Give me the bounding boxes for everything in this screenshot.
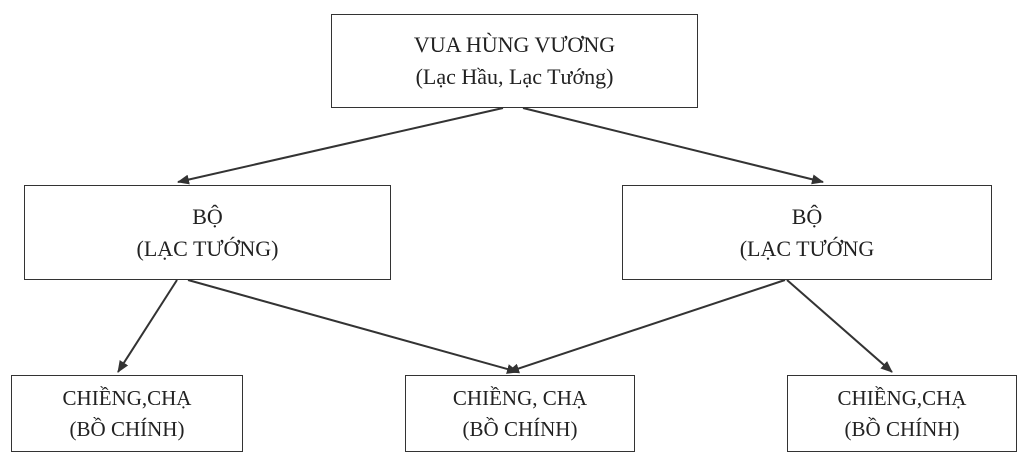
arrow-top-to-left <box>177 107 504 185</box>
node-title: CHIỀNG, CHẠ <box>452 386 588 411</box>
node-bo-right: BỘ (LẠC TƯỚNG <box>622 185 992 280</box>
node-subtitle: (BỒ CHÍNH) <box>69 416 185 441</box>
node-chieng-cha-right: CHIỀNG,CHẠ (BỒ CHÍNH) <box>787 375 1017 452</box>
node-chieng-cha-middle: CHIỀNG, CHẠ (BỒ CHÍNH) <box>405 375 635 452</box>
arrow-right-to-bottom-mid <box>507 279 786 374</box>
node-vua-hung-vuong: VUA HÙNG VƯƠNG (Lạc Hầu, Lạc Tướng) <box>331 14 698 108</box>
node-subtitle: (BỒ CHÍNH) <box>844 416 960 441</box>
node-title: BỘ <box>791 203 823 229</box>
node-title: CHIỀNG,CHẠ <box>837 386 967 411</box>
node-subtitle: (BỒ CHÍNH) <box>462 416 578 441</box>
node-title: VUA HÙNG VƯƠNG <box>413 32 616 58</box>
arrow-left-to-bottom-left <box>117 279 178 373</box>
node-subtitle: (LẠC TƯỚNG <box>739 235 875 261</box>
arrow-right-to-bottom-right <box>786 279 893 373</box>
node-title: BỘ <box>192 203 223 229</box>
node-subtitle: (Lạc Hầu, Lạc Tướng) <box>415 64 614 89</box>
node-chieng-cha-left: CHIỀNG,CHẠ (BỒ CHÍNH) <box>11 375 243 452</box>
node-bo-left: BỘ (LẠC TƯỚNG) <box>24 185 391 280</box>
node-subtitle: (LẠC TƯỚNG) <box>136 235 279 261</box>
arrow-top-to-right <box>522 107 824 185</box>
node-title: CHIỀNG,CHẠ <box>62 386 192 411</box>
arrow-left-to-bottom-mid <box>187 279 519 374</box>
